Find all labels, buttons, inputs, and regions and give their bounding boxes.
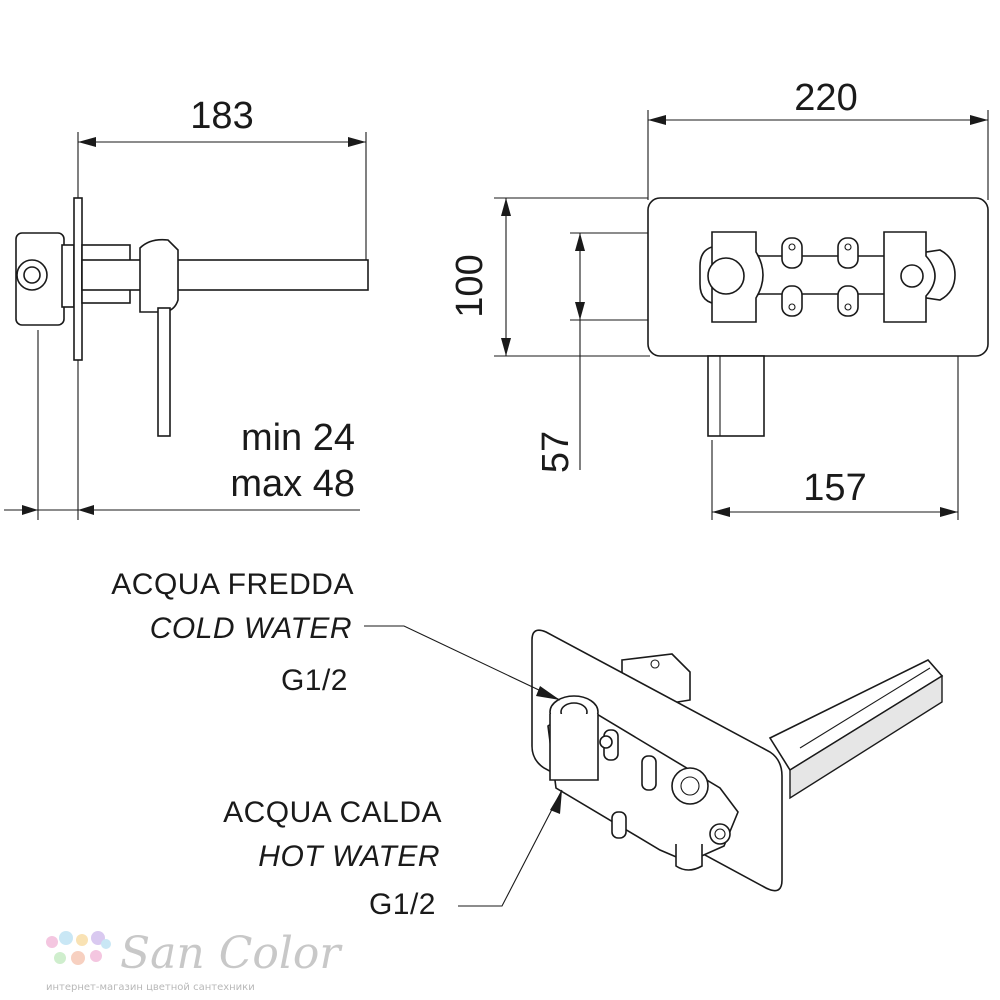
dim-line-57 [575, 233, 585, 470]
watermark-dots-icon [46, 931, 111, 965]
dim-line-183 [78, 137, 366, 147]
side-spout [81, 259, 369, 291]
watermark-dot [91, 931, 105, 945]
label-cold-thread: G1/2 [281, 664, 348, 697]
side-handle-base [139, 238, 179, 313]
dim-wall-min: min 24 [241, 417, 355, 459]
side-view: 183 min 24 max 48 [4, 95, 369, 520]
dim-wall-max: max 48 [230, 463, 355, 505]
iso-cartridge [671, 767, 709, 805]
dim-line-wall [4, 505, 360, 515]
dim-157: 157 [803, 467, 866, 509]
watermark-dot [76, 934, 88, 946]
watermark-tagline: интернет-магазин цветной сантехники [46, 982, 255, 993]
watermark-dot [71, 951, 85, 965]
label-cold-en: COLD WATER [150, 612, 352, 645]
side-lever [157, 307, 171, 437]
watermark-dot [101, 939, 111, 949]
dim-220: 220 [794, 77, 857, 119]
dim-line-157 [712, 507, 958, 517]
dim-line-220 [648, 115, 988, 125]
watermark-logo: San Color интернет-магазин цветной санте… [46, 928, 343, 993]
label-hot-thread: G1/2 [369, 888, 436, 921]
watermark-dot [59, 931, 73, 945]
front-spout [707, 355, 765, 437]
front-mounting-lugs [781, 237, 859, 317]
watermark-dot [90, 950, 102, 962]
leader-hot [458, 789, 563, 907]
watermark-dot [46, 936, 58, 948]
iso-hot-inlet [675, 844, 703, 871]
label-hot-it: ACQUA CALDA [223, 796, 442, 829]
watermark-dot [54, 952, 66, 964]
side-wall-plate [73, 197, 83, 361]
dim-57: 57 [535, 431, 577, 473]
dim-183: 183 [190, 95, 253, 137]
isometric-view [531, 629, 944, 892]
front-view: 220 100 57 157 [449, 77, 989, 520]
label-cold-it: ACQUA FREDDA [111, 568, 354, 601]
watermark-brand: San Color [120, 928, 343, 979]
iso-spout-side [789, 674, 943, 800]
label-hot-en: HOT WATER [258, 840, 440, 873]
leader-cold [364, 625, 561, 701]
dim-line-100 [501, 198, 511, 356]
dim-100: 100 [449, 254, 491, 317]
